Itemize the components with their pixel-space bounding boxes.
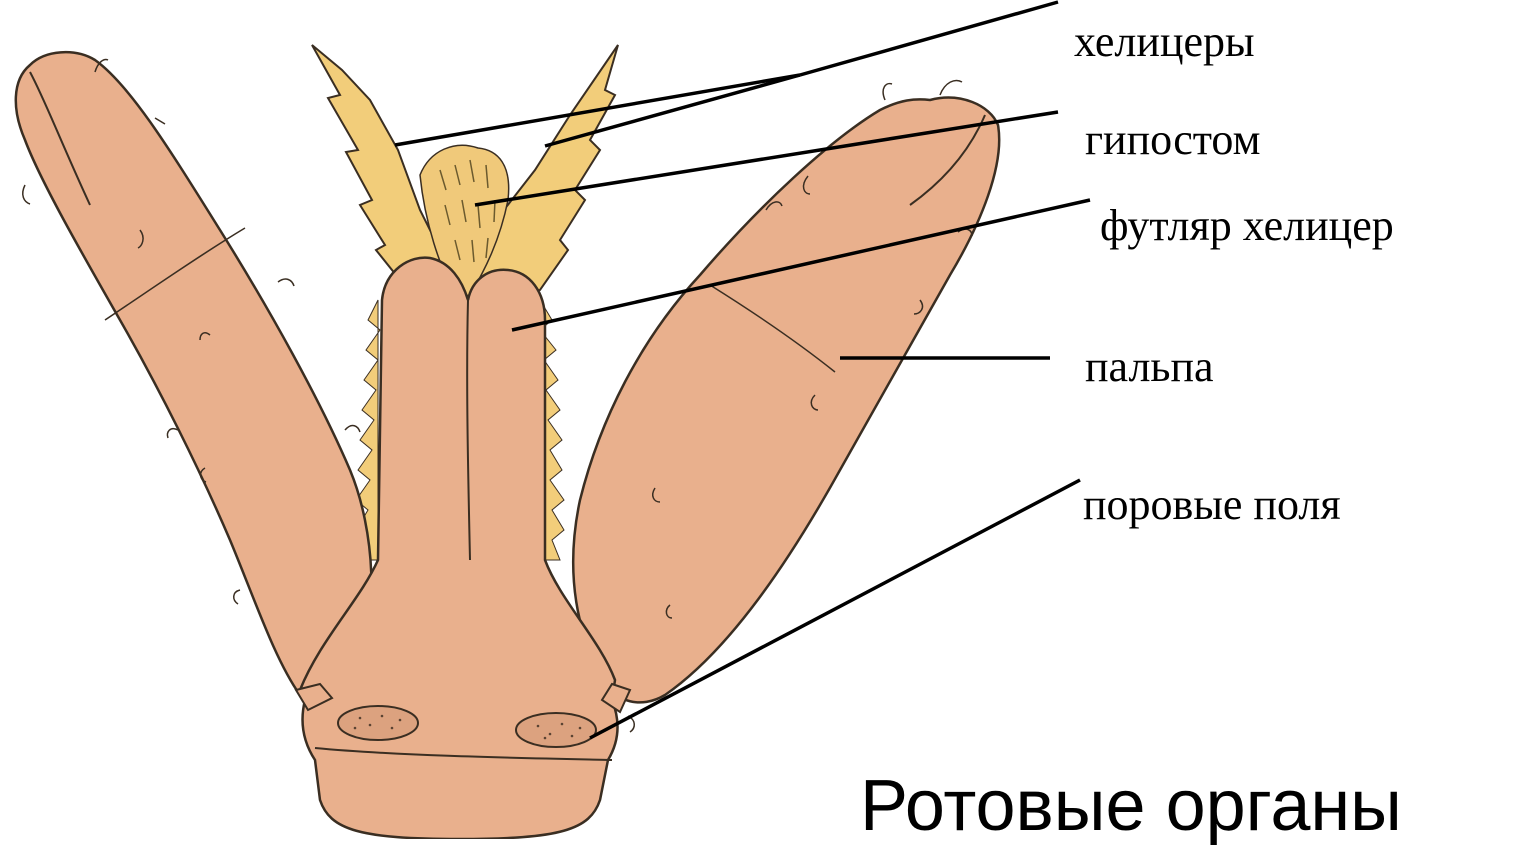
chelicerae [312, 45, 618, 300]
left-palp [16, 52, 372, 696]
label-palp: пальпа [1085, 345, 1214, 389]
chelicerae-leader-3 [800, 2, 1058, 75]
label-chelicera-case: футляр хелицер [1100, 204, 1394, 248]
right-pore-field [516, 713, 596, 747]
page-title: Ротовые органы [860, 770, 1402, 842]
right-palp [573, 98, 999, 703]
label-hypostome: гипостом [1085, 118, 1260, 162]
label-chelicerae: хелицеры [1074, 20, 1255, 64]
left-pore-field [338, 706, 418, 740]
label-pore-fields: поровые поля [1083, 483, 1341, 527]
